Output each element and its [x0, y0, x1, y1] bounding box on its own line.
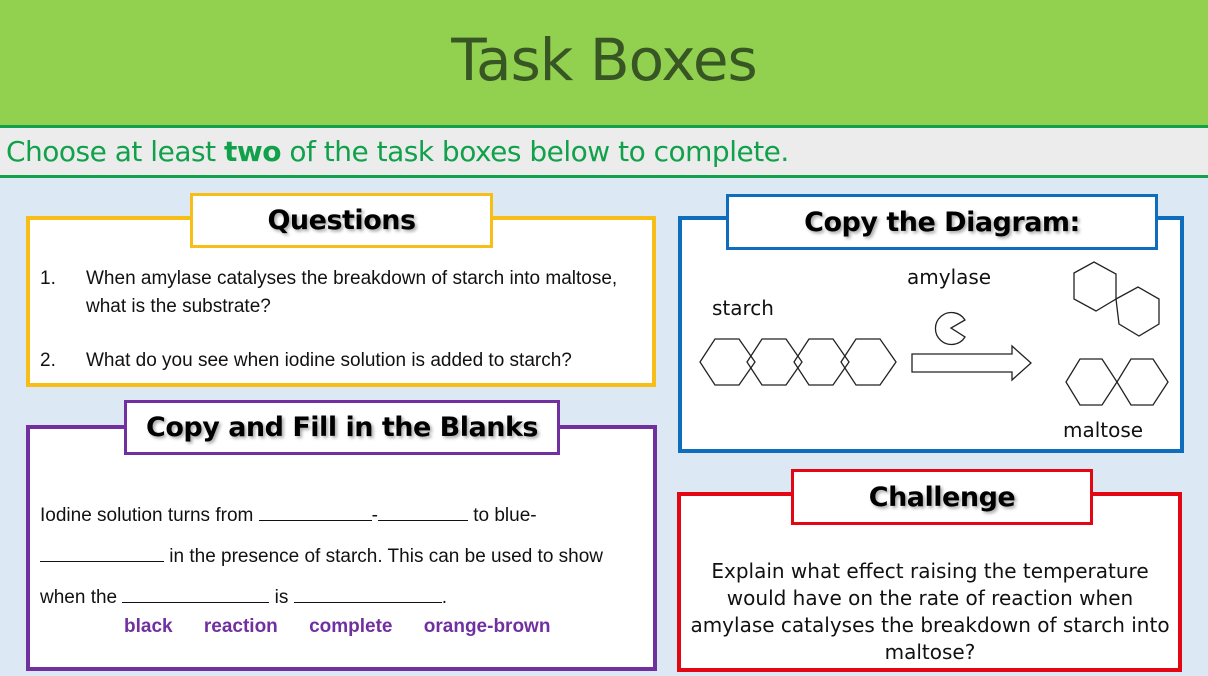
word-bank: black reaction complete orange-brown: [124, 616, 576, 638]
reaction-arrow-icon: [911, 344, 1032, 382]
blank: [122, 583, 270, 603]
text: is: [269, 587, 294, 608]
question-number: 1.: [40, 268, 56, 289]
fill-blanks-title: Copy and Fill in the Blanks: [124, 400, 560, 455]
blank: [40, 542, 164, 562]
amylase-enzyme-icon: [934, 311, 966, 346]
maltose-molecule-icon: [1065, 358, 1169, 406]
amylase-label: amylase: [907, 265, 992, 289]
text: in the presence of starch. This can be u…: [164, 546, 604, 567]
header-banner: Task Boxes: [0, 0, 1208, 125]
word-bank-item: reaction: [203, 616, 278, 637]
diagram-title: Copy the Diagram:: [726, 194, 1158, 250]
question-text: When amylase catalyses the breakdown of …: [86, 268, 618, 317]
text: to blue-: [467, 505, 537, 526]
challenge-title: Challenge: [791, 469, 1093, 525]
instruction-prefix: Choose at least: [6, 135, 224, 168]
instruction-text: Choose at least two of the task boxes be…: [6, 135, 789, 168]
questions-title: Questions: [190, 193, 493, 248]
fill-line-3: when the is .: [40, 583, 447, 609]
maltose-label: maltose: [1063, 418, 1144, 442]
fill-blanks-box: Iodine solution turns from - to blue- in…: [26, 425, 657, 671]
blank: [293, 583, 442, 603]
instruction-suffix: of the task boxes below to complete.: [280, 135, 789, 168]
starch-label: starch: [712, 296, 774, 320]
blank: [377, 501, 468, 521]
word-bank-item: complete: [309, 616, 393, 637]
challenge-text: Explain what effect raising the temperat…: [690, 559, 1170, 664]
maltose-molecule-icon: [1073, 261, 1160, 337]
diagram-box: starch amylase maltose: [678, 216, 1184, 453]
word-bank-item: orange-brown: [423, 616, 551, 637]
starch-chain-icon: [699, 338, 897, 386]
instruction-bar: Choose at least two of the task boxes be…: [0, 125, 1208, 178]
fill-line-2: in the presence of starch. This can be u…: [40, 542, 603, 568]
blank: [258, 501, 372, 521]
instruction-emphasis: two: [223, 135, 282, 168]
text: when the: [40, 587, 123, 608]
text: Iodine solution turns from: [40, 505, 259, 526]
text: .: [441, 587, 447, 608]
starch-to-maltose-diagram: [699, 261, 1169, 406]
word-bank-item: black: [124, 616, 173, 637]
text: -: [371, 505, 378, 526]
page-title: Task Boxes: [451, 26, 758, 94]
question-number: 2.: [40, 350, 56, 371]
question-text: What do you see when iodine solution is …: [86, 350, 572, 371]
fill-line-1: Iodine solution turns from - to blue-: [40, 501, 537, 527]
